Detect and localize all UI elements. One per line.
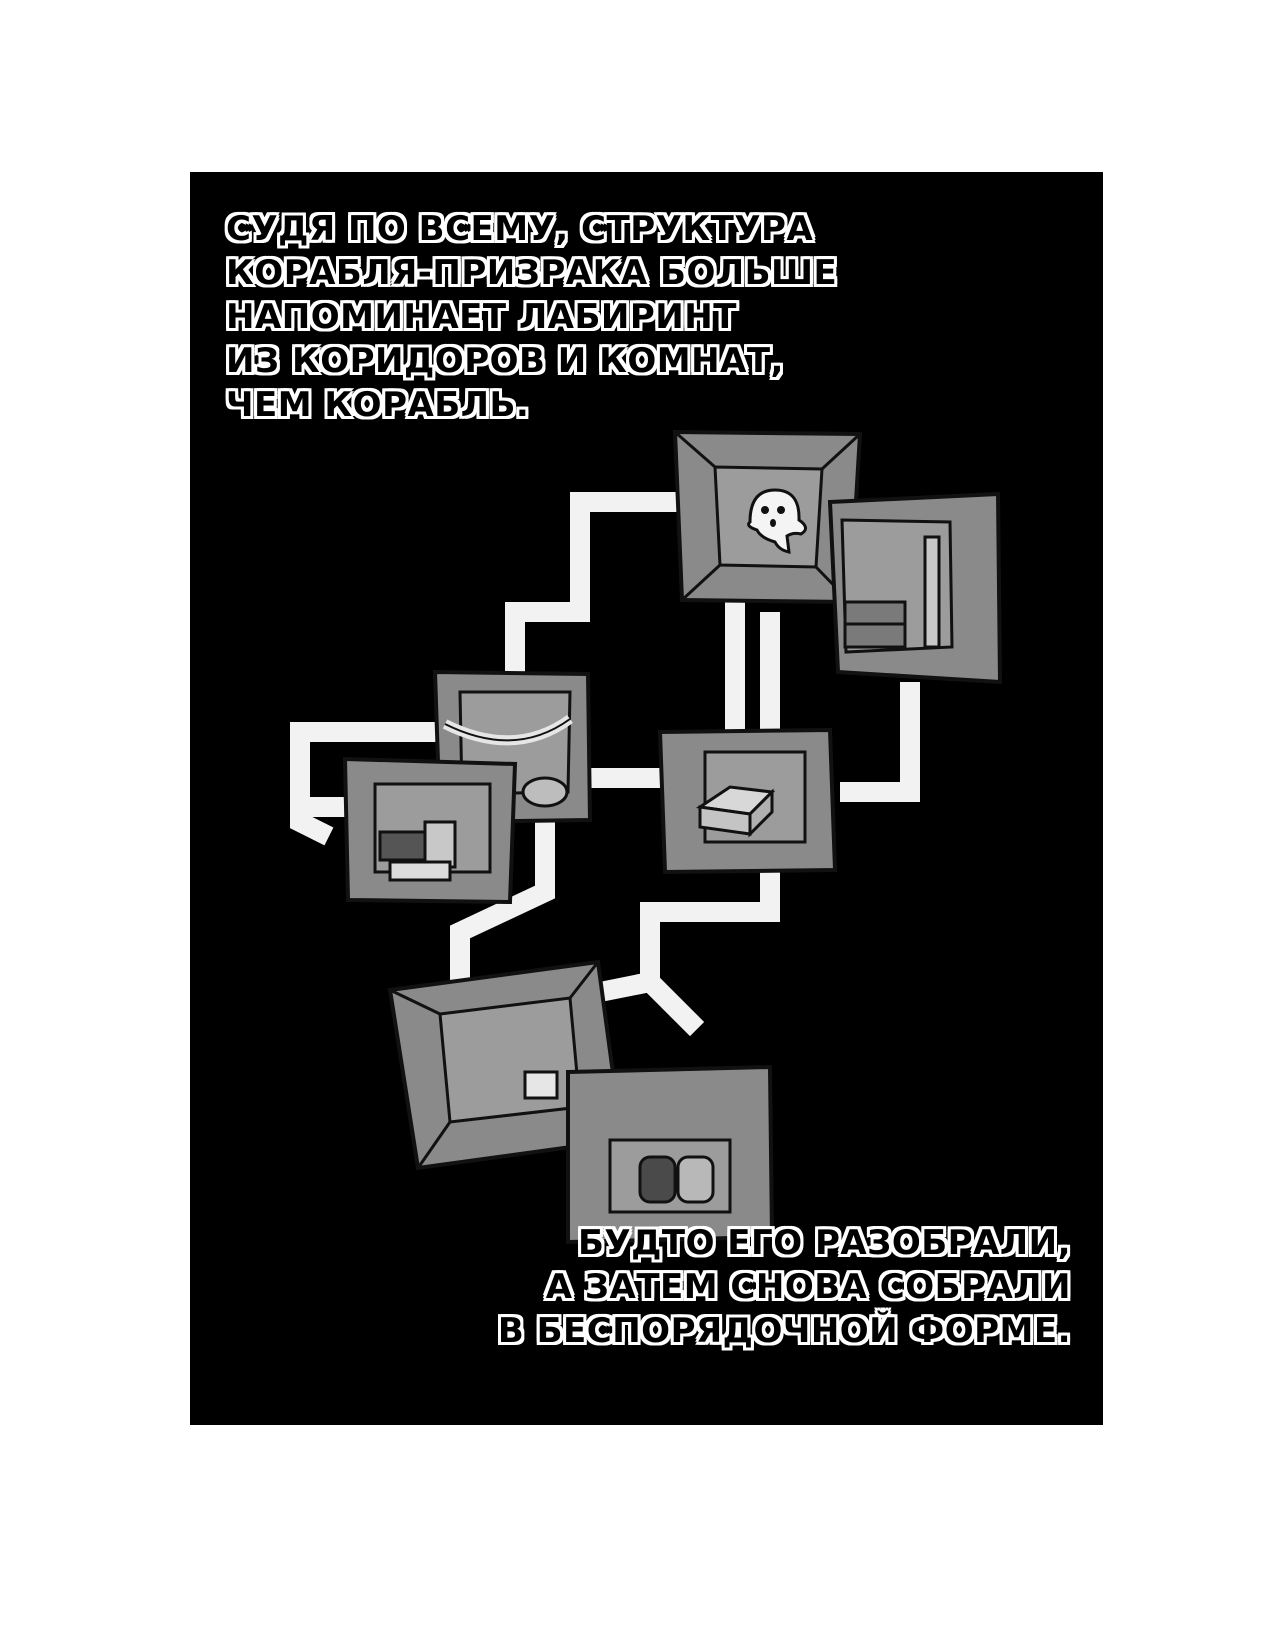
barrel-icon bbox=[638, 1155, 715, 1204]
cabin-room bbox=[827, 491, 1003, 685]
corridor-g bbox=[840, 682, 920, 802]
corridor-h bbox=[450, 807, 555, 982]
hammock-room bbox=[432, 669, 593, 825]
narration-caption-top: Судя по всему, структура корабля-призрак… bbox=[226, 209, 838, 425]
ship-maze-illustration bbox=[290, 429, 1003, 1245]
corridor-j bbox=[588, 970, 662, 1004]
ghost-room bbox=[672, 429, 863, 605]
corridor-b bbox=[290, 722, 440, 817]
corridor-i bbox=[640, 852, 780, 1037]
narration-caption-bottom: Будто его разобрали, а затем снова собра… bbox=[497, 1223, 1071, 1351]
chest-icon bbox=[695, 785, 776, 838]
comic-panel: Судя по всему, структура корабля-призрак… bbox=[190, 172, 1103, 1425]
hatch-room bbox=[387, 959, 625, 1171]
ghost-icon bbox=[747, 488, 807, 554]
hatch-icon bbox=[523, 1070, 559, 1100]
corridors bbox=[290, 492, 920, 1037]
chest-room bbox=[657, 727, 838, 875]
corridor-a bbox=[505, 492, 690, 677]
barrel-room bbox=[566, 1064, 775, 1245]
storage-room bbox=[342, 756, 518, 905]
corridor-c bbox=[290, 797, 334, 846]
